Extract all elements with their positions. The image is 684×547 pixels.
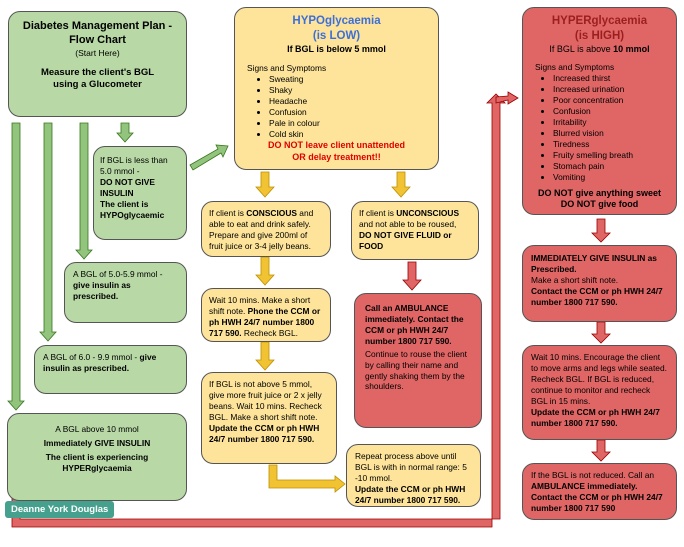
hypo-signs-title: Signs and Symptoms [247,62,327,73]
wait-hyper-text: Wait 10 mins. Encourage the client to mo… [531,352,667,406]
arrow-to-give-insulin [591,218,611,243]
wait1-pre: Wait 10 mins. Make a short shift note. [209,295,311,316]
hyper-threshold-pre: If BGL is above [549,43,614,54]
arrow-to-above10 [7,122,25,411]
arrow-to-5-5.9 [75,122,93,260]
above10-line1: A BGL above 10 mmol [55,424,139,434]
hypo-signs-list: Sweating Shaky Headache Confusion Pale i… [243,74,430,140]
ambulance-rest: Continue to rouse the client by calling … [365,348,467,392]
not-reduced-box: If the BGL is not reduced. Call an AMBUL… [522,463,677,520]
hypo-title: HYPOglycaemia [292,15,381,27]
hypo-sign: Confusion [269,107,430,118]
arrow-to-wait-hyper [591,321,611,344]
give-insulin-contact: Contact the CCM or ph HWH 24/7 number 18… [531,285,663,307]
wait-hyper-box: Wait 10 mins. Encourage the client to mo… [522,345,677,440]
hypo-subtitle: (is LOW) [312,29,361,42]
hyper-signs-title: Signs and Symptoms [535,61,615,72]
arrow-to-repeat [268,464,346,493]
hyper-threshold-bold: 10 mmol [613,43,650,54]
less5-line3: The client is HYPOglycaemic [100,198,165,220]
unconscious-pre: If client is [359,208,397,218]
not-reduced-bold: AMBULANCE immediately. Contact the CCM o… [531,480,663,513]
hyper-sign: Vomiting [553,172,668,183]
conscious-rest: and able to eat and drink safely. Prepar… [209,208,314,251]
arrow-to-hypo [189,144,229,171]
range5-pre: A BGL of 5.0-5.9 mmol - [73,269,163,279]
hypo-sign: Sweating [269,74,430,85]
hypo-box: HYPOglycaemia (is LOW) If BGL is below 5… [234,7,439,170]
ambulance-box: Call an AMBULANCE immediately. Contact t… [354,293,482,428]
unconscious-mid: and not able to be roused, [359,218,457,229]
wait-phone-box: Wait 10 mins. Make a short shift note. P… [201,288,331,342]
hyper-sign: Blurred vision [553,128,668,139]
chart-title: Diabetes Management Plan - Flow Chart [22,20,173,46]
repeat-bold: Update the CCM or ph HWH 24/7 number 180… [355,483,466,505]
above10-line2: Immediately GIVE INSULIN [43,437,151,448]
hypo-sign: Shaky [269,85,430,96]
less5-line1: If BGL is less than 5.0 mmol - [100,155,168,176]
hyper-threshold: If BGL is above 10 mmol [531,44,668,56]
chart-subtitle: (Start Here) [75,47,120,58]
hyper-sign: Poor concentration [553,95,668,106]
bgl-less-than-5-box: If BGL is less than 5.0 mmol - DO NOT GI… [93,146,187,240]
arrow-to-6-9.9 [39,122,57,342]
arrow-to-ambulance [402,261,422,291]
arrow-to-wait2 [255,341,275,371]
unconscious-box: If client is UNCONSCIOUS and not able to… [351,201,479,260]
conscious-pre: If client is [209,208,247,218]
bgl-above-10-box: A BGL above 10 mmol Immediately GIVE INS… [7,413,187,501]
range5-bold: give insulin as prescribed. [73,279,131,301]
wait1-rest: Recheck BGL. [241,327,298,338]
bgl-6-9.9-box: A BGL of 6.0 - 9.9 mmol - give insulin a… [34,345,187,394]
hyper-box: HYPERglycaemia (is HIGH) If BGL is above… [522,7,677,215]
arrow-to-hyper-top [495,91,519,105]
repeat-box: Repeat process above until BGL is with i… [346,444,481,507]
give-insulin-box: IMMEDIATELY GIVE INSULIN as Prescribed. … [522,245,677,322]
wait1-bold: Phone the CCM or ph HWH 24/7 number 1800… [209,305,321,338]
wait2-text: If BGL is not above 5 mmol, give more fr… [209,379,322,422]
give-insulin-bold: IMMEDIATELY GIVE INSULIN as Prescribed. [531,253,657,274]
conscious-box: If client is CONSCIOUS and able to eat a… [201,201,331,257]
author-tag: Deanne York Douglas [5,501,115,518]
arrow-to-conscious [255,171,275,198]
hyper-warning: DO NOT give anything sweet DO NOT give f… [537,187,662,210]
title-box: Diabetes Management Plan - Flow Chart (S… [8,11,187,117]
ambulance-bold: Call an AMBULANCE immediately. Contact t… [365,303,464,346]
arrow-to-unconscious [391,171,411,198]
hypo-threshold: If BGL is below 5 mmol [287,43,386,54]
conscious-bold: CONSCIOUS [246,208,297,218]
wait-hyper-bold: Update the CCM or ph HWH 24/7 number 180… [531,406,660,428]
hyper-sign: Tiredness [553,139,668,150]
hypo-sign: Pale in colour [269,118,430,129]
unconscious-bold2: DO NOT GIVE FLUID or FOOD [359,229,452,251]
give-insulin-text: Make a short shift note. [531,274,619,285]
range6-pre: A BGL of 6.0 - 9.9 mmol - [43,352,138,362]
recheck-box: If BGL is not above 5 mmol, give more fr… [201,372,337,464]
hyper-sign: Increased urination [553,84,668,95]
hyper-sign: Confusion [553,106,668,117]
hypo-sign: Cold skin [269,129,430,140]
hyper-signs-list: Increased thirst Increased urination Poo… [531,73,668,182]
arrow-to-less5 [116,122,134,143]
bgl-5-5.9-box: A BGL of 5.0-5.9 mmol - give insulin as … [64,262,187,323]
hyper-sign: Stomach pain [553,161,668,172]
arrow-to-wait1 [255,256,275,286]
range6-bold: give insulin as prescribed. [43,352,157,373]
wait2-bold: Update the CCM or ph HWH 24/7 number 180… [209,422,320,444]
not-reduced-pre: If the BGL is not reduced. Call an [531,470,655,480]
hyper-sign: Irritability [553,117,668,128]
hyper-sign: Increased thirst [553,73,668,84]
measure-instruction: Measure the client's BGL using a Glucome… [40,66,155,90]
hypo-sign: Headache [269,96,430,107]
repeat-text: Repeat process above until BGL is with i… [355,451,467,483]
hyper-title: HYPERglycaemia [551,15,648,27]
arrow-to-not-reduced [591,439,611,462]
above10-line3: The client is experiencing HYPERglycaemi… [45,451,149,473]
hyper-sign: Fruity smelling breath [553,150,668,161]
unconscious-bold: UNCONSCIOUS [396,208,460,218]
less5-line2: DO NOT GIVE INSULIN [100,176,155,198]
hypo-warning: DO NOT leave client unattended OR delay … [267,140,406,162]
hyper-subtitle: (is HIGH) [574,29,625,42]
